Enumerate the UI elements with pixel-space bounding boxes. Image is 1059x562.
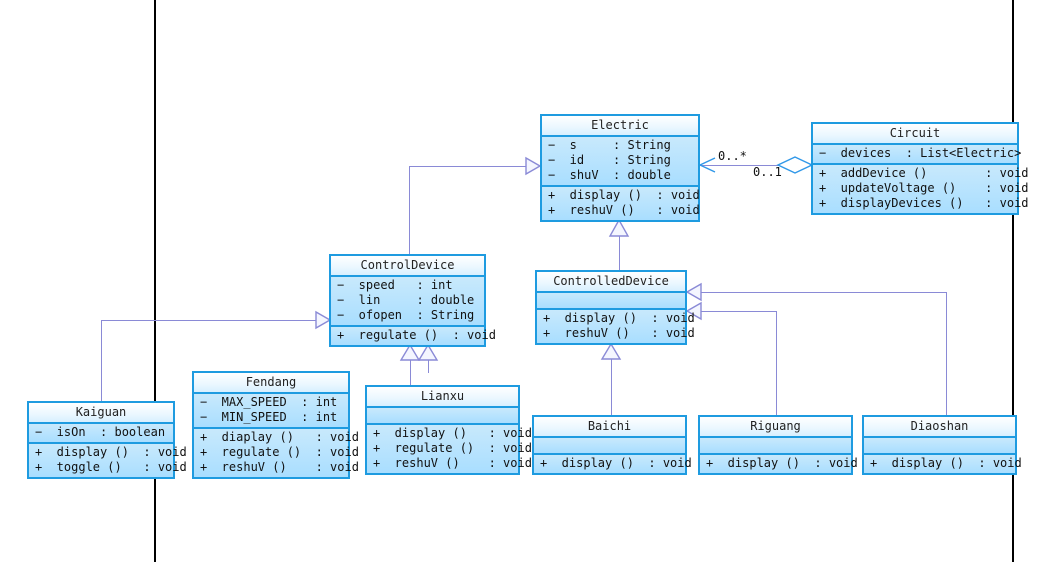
class-name-electric: Electric: [542, 116, 698, 137]
edge-lianxu-controldevice: [410, 345, 411, 385]
class-name-lianxu: Lianxu: [367, 387, 518, 408]
class-name-riguang: Riguang: [700, 417, 851, 438]
methods-compartment-fendang: + diaplay () : void + regulate () : void…: [194, 429, 359, 477]
multiplicity-source: 0..*: [718, 149, 747, 163]
edge-riguang-controlleddevice-vertical: [776, 311, 777, 416]
edge-controlleddevice-electric: [619, 220, 620, 272]
class-name-circuit: Circuit: [813, 124, 1017, 145]
attributes-compartment-riguang: [700, 438, 851, 455]
attributes-compartment-controlleddevice: [537, 293, 685, 310]
attribute-row: − shuV : double: [548, 168, 671, 182]
method-row: + diaplay () : void: [200, 430, 359, 444]
class-box-kaiguan[interactable]: Kaiguan − isOn : boolean + display () : …: [27, 401, 187, 479]
methods-compartment-baichi: + display () : void: [534, 455, 692, 473]
method-row: + toggle () : void: [35, 460, 187, 474]
attributes-compartment-controldevice: − speed : int − lin : double − ofopen : …: [331, 277, 484, 327]
attribute-row: − id : String: [548, 153, 671, 167]
methods-compartment-controldevice: + regulate () : void: [331, 327, 496, 345]
attributes-compartment-baichi: [534, 438, 685, 455]
method-row: + reshuV () : void: [373, 456, 532, 470]
class-box-diaoshan[interactable]: Diaoshan + display () : void: [862, 415, 1022, 475]
attribute-row: − speed : int: [337, 278, 453, 292]
method-row: + display () : void: [870, 456, 1022, 470]
attributes-compartment-electric: − s : String − id : String − shuV : doub…: [542, 137, 698, 187]
class-name-controlleddevice: ControlledDevice: [537, 272, 685, 293]
method-row: + display () : void: [543, 311, 695, 325]
attribute-row: − isOn : boolean: [35, 425, 166, 439]
class-name-baichi: Baichi: [534, 417, 685, 438]
attribute-row: − ofopen : String: [337, 308, 475, 322]
edge-kaiguan-controldevice-horizontal: [101, 320, 321, 321]
method-row: + display () : void: [706, 456, 858, 470]
multiplicity-target: 0..1: [753, 165, 782, 179]
page-guide-left: [154, 0, 156, 562]
methods-compartment-controlleddevice: + display () : void + reshuV () : void: [537, 310, 695, 343]
attribute-row: − devices : List<Electric>: [819, 146, 1022, 160]
generalization-arrow-diaoshan-controlleddevice: [685, 282, 702, 302]
attribute-row: − s : String: [548, 138, 671, 152]
edge-riguang-controlleddevice-horizontal: [700, 311, 777, 312]
class-box-circuit[interactable]: Circuit − devices : List<Electric> + add…: [811, 122, 1029, 215]
edge-controldevice-electric-vertical: [409, 166, 410, 257]
edge-baichi-controlleddevice: [611, 344, 612, 416]
method-row: + reshuV () : void: [543, 326, 695, 340]
attributes-compartment-circuit: − devices : List<Electric>: [813, 145, 1022, 165]
method-row: + display () : void: [548, 188, 700, 202]
class-name-kaiguan: Kaiguan: [29, 403, 173, 424]
method-row: + display () : void: [373, 426, 532, 440]
method-row: + updateVoltage () : void: [819, 181, 1029, 195]
attributes-compartment-lianxu: [367, 408, 518, 425]
class-box-controlleddevice[interactable]: ControlledDevice + display () : void + r…: [535, 270, 695, 345]
edge-diaoshan-controlleddevice-horizontal: [700, 292, 947, 293]
method-row: + reshuV () : void: [548, 203, 700, 217]
methods-compartment-diaoshan: + display () : void: [864, 455, 1022, 473]
method-row: + regulate () : void: [373, 441, 532, 455]
class-box-lianxu[interactable]: Lianxu + display () : void + regulate ()…: [365, 385, 532, 475]
edge-electric-circuit: [700, 165, 812, 166]
edge-kaiguan-controldevice-vertical: [101, 320, 102, 401]
method-row: + regulate () : void: [337, 328, 496, 342]
method-row: + display () : void: [35, 445, 187, 459]
attribute-row: − lin : double: [337, 293, 475, 307]
methods-compartment-kaiguan: + display () : void + toggle () : void: [29, 444, 187, 477]
class-name-fendang: Fendang: [194, 373, 348, 394]
method-row: + regulate () : void: [200, 445, 359, 459]
method-row: + displayDevices () : void: [819, 196, 1029, 210]
attributes-compartment-kaiguan: − isOn : boolean: [29, 424, 173, 444]
method-row: + addDevice () : void: [819, 166, 1029, 180]
class-box-riguang[interactable]: Riguang + display () : void: [698, 415, 858, 475]
attribute-row: − MIN_SPEED : int: [200, 410, 338, 424]
method-row: + reshuV () : void: [200, 460, 359, 474]
methods-compartment-circuit: + addDevice () : void + updateVoltage ()…: [813, 165, 1029, 213]
edge-fendang-controldevice: [428, 345, 429, 373]
class-box-electric[interactable]: Electric − s : String − id : String − sh…: [540, 114, 700, 222]
methods-compartment-riguang: + display () : void: [700, 455, 858, 473]
class-name-controldevice: ControlDevice: [331, 256, 484, 277]
class-box-controldevice[interactable]: ControlDevice − speed : int − lin : doub…: [329, 254, 496, 347]
attributes-compartment-fendang: − MAX_SPEED : int − MIN_SPEED : int: [194, 394, 348, 429]
methods-compartment-electric: + display () : void + reshuV () : void: [542, 187, 700, 220]
page-guide-right: [1012, 0, 1014, 562]
attributes-compartment-diaoshan: [864, 438, 1015, 455]
attribute-row: − MAX_SPEED : int: [200, 395, 338, 409]
class-box-fendang[interactable]: Fendang − MAX_SPEED : int − MIN_SPEED : …: [192, 371, 359, 479]
methods-compartment-lianxu: + display () : void + regulate () : void…: [367, 425, 532, 473]
method-row: + display () : void: [540, 456, 692, 470]
class-name-diaoshan: Diaoshan: [864, 417, 1015, 438]
edge-controldevice-electric-horizontal: [409, 166, 531, 167]
edge-diaoshan-controlleddevice-vertical: [946, 292, 947, 416]
class-box-baichi[interactable]: Baichi + display () : void: [532, 415, 692, 475]
